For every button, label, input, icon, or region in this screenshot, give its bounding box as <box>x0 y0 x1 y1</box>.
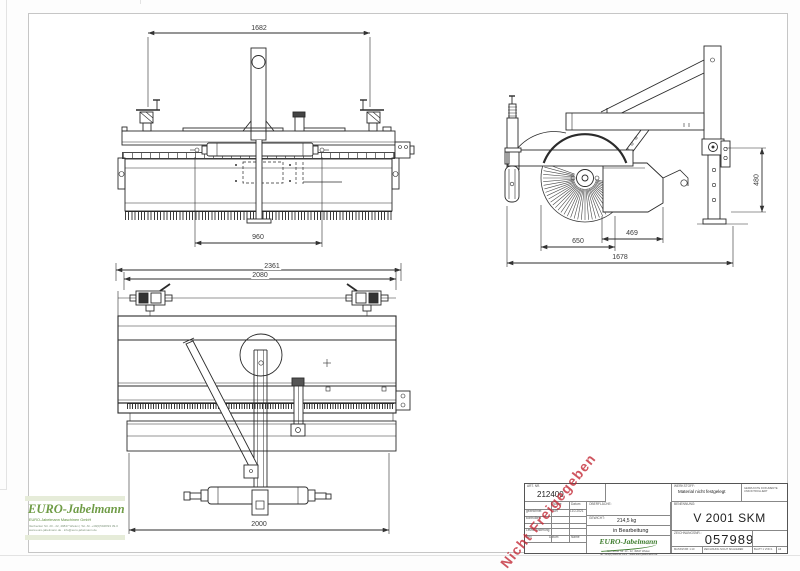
weight-value: 214,5 kg <box>617 518 637 524</box>
logo-address-line: Itterbecker Str. 20 - 22, 49847 Wielen |… <box>29 524 118 528</box>
weight-cell: GEWICHT: 214,5 kg <box>587 516 671 526</box>
no-scale-note: ZEICHNUNG NICHT SKALIEREN <box>704 548 744 551</box>
row-checked-label: kontrolliert <box>526 516 541 520</box>
page-edge-left <box>6 0 7 490</box>
page-edge-top <box>140 0 141 4</box>
material-value: Material nicht festgelegt <box>678 489 726 494</box>
approval-table: Name Datum gezeichnet MR 5-10-2021 kontr… <box>525 502 587 553</box>
logo-web-line: www.euro-jabelmann.de · info@euro-jabelm… <box>29 528 97 532</box>
page-edge-corner <box>0 489 7 490</box>
drawing-frame <box>28 13 788 553</box>
drawing-number-label: ZEICHNUNGSNR.: <box>674 531 702 535</box>
dim-side-height: 480 <box>753 174 761 186</box>
rev-date-label: Datum <box>549 535 559 539</box>
status-cell: in Bearbeitung <box>587 526 671 536</box>
designation-label: BENENNUNG: <box>674 502 696 506</box>
dim-front-width: 1682 <box>250 25 268 32</box>
note-line2: UNKONTROLLIERT <box>744 490 768 494</box>
material-label: WERKSTOFF: <box>674 484 695 488</box>
logo-bottom-bar <box>25 535 125 540</box>
art-number-value: 212400 <box>537 490 564 499</box>
logo-top-bar <box>25 496 125 501</box>
format-strip: MASSSTAB: 1:10 ZEICHNUNG NICHT SKALIEREN… <box>671 547 787 553</box>
row-drawn-date: 5-10-2021 <box>569 509 584 513</box>
sheet-value: BLATT 1 VON 1 <box>754 548 773 551</box>
dim-plan-overall: 2361 <box>263 262 281 270</box>
weight-label: GEWICHT: <box>589 516 605 520</box>
format-value: A3 <box>778 548 782 551</box>
table-col-date: Datum <box>571 502 581 506</box>
surface-cell: OBERFLÄCHE: <box>587 502 671 516</box>
dim-side-brush: 650 <box>571 238 585 245</box>
note-cell: GEDRUCKTE DOKUMENTE UNKONTROLLIERT <box>741 484 787 502</box>
scale-value: MASSSTAB: 1:10 <box>674 548 695 551</box>
designation-cell: BENENNUNG: V 2001 SKM <box>671 502 787 531</box>
designation-value: V 2001 SKM <box>693 511 766 525</box>
company-logo: EURO-Jabelmann EURO-Jabelmann Maschinen … <box>25 496 125 543</box>
table-col-name: Name <box>553 502 562 506</box>
titleblock-logo-addr1: Itterbecker Str. 20 - 22, 49847 Wielen <box>607 549 650 553</box>
status-value: in Bearbeitung <box>613 528 649 534</box>
titleblock-logo-addr2: Tel. +49(0)5948/93 39-0 · www.euro-jabel… <box>599 552 658 556</box>
front-view <box>117 30 415 247</box>
row-lastchange-label: Letzte Änderung <box>526 528 550 532</box>
dim-plan-body: 2080 <box>251 272 269 279</box>
rev-label: Rev <box>526 535 532 539</box>
titleblock-logo-wordmark: EURO-Jabelmann <box>599 537 658 546</box>
plan-view <box>115 263 411 534</box>
dim-plan-bottom: 2000 <box>250 521 268 528</box>
title-block: ART. NR. 212400 Name Datum gezeichnet MR… <box>524 483 788 556</box>
note-line1: GEDRUCKTE DOKUMENTE <box>744 487 778 490</box>
page-edge-bottom <box>0 555 800 556</box>
art-number-cell: ART. NR. 212400 <box>525 484 606 502</box>
logo-company-line: EURO-Jabelmann Maschinen GmbH <box>29 518 92 522</box>
drawing-number-cell: ZEICHNUNGSNR.: 057989 <box>671 531 787 547</box>
dim-side-housing: 469 <box>625 230 639 237</box>
logo-wordmark: EURO-Jabelmann <box>28 502 125 516</box>
rev-name-label: Name <box>571 535 580 539</box>
dim-front-roller: 960 <box>251 234 265 241</box>
row-drawn-name: MR <box>553 509 558 513</box>
art-number-label: ART. NR. <box>527 484 541 488</box>
row-drawn-label: gezeichnet <box>526 509 542 513</box>
titleblock-logo-cell: EURO-Jabelmann Itterbecker Str. 20 - 22,… <box>587 536 671 556</box>
side-view <box>504 45 766 267</box>
drawing-number-value: 057989 <box>704 532 755 547</box>
surface-label: OBERFLÄCHE: <box>589 502 612 506</box>
material-cell: WERKSTOFF: Material nicht festgelegt <box>671 484 741 502</box>
dim-side-overall: 1678 <box>611 254 629 261</box>
